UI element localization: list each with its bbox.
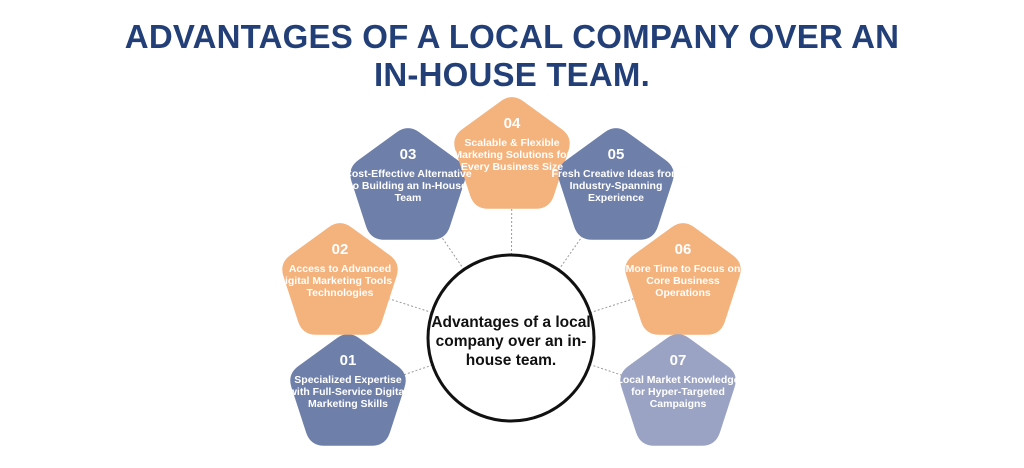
pentagon-shape — [625, 223, 741, 335]
advantage-node-07: 07 Local Market Knowledge for Hyper-Targ… — [613, 352, 743, 410]
advantage-label: Access to Advanced Digital Marketing Too… — [277, 263, 403, 299]
advantage-label: Fresh Creative Ideas from Industry-Spann… — [551, 168, 681, 204]
center-circle-text: Advantages of a local company over an in… — [431, 314, 591, 369]
advantage-node-02: 02 Access to Advanced Digital Marketing … — [275, 241, 405, 299]
pentagon-shape — [350, 128, 466, 240]
advantage-number: 03 — [399, 146, 417, 163]
pentagon-shapes — [282, 97, 741, 446]
advantage-label: More Time to Focus on Core Business Oper… — [625, 263, 741, 299]
connector-line — [558, 230, 587, 271]
advantage-number: 05 — [607, 146, 625, 163]
pentagon-shape — [454, 97, 570, 209]
advantage-number: 06 — [674, 241, 692, 258]
connector-line — [589, 363, 629, 378]
advantage-node-06: 06 More Time to Focus on Core Business O… — [618, 241, 748, 299]
advantage-number: 04 — [503, 115, 521, 132]
advantage-number: 01 — [339, 352, 357, 369]
advantage-label: Scalable & Flexible Marketing Solutions … — [453, 137, 571, 173]
connector-line — [589, 298, 634, 314]
advantage-label: Specialized Expertise with Full-Service … — [288, 374, 408, 410]
advantage-label: Local Market Knowledge for Hyper-Targete… — [616, 374, 740, 410]
advantage-label: Cost-Effective Alternative to Building a… — [344, 168, 472, 204]
title-line-2: IN-HOUSE TEAM. — [374, 56, 650, 93]
page-title: ADVANTAGES OF A LOCAL COMPANY OVER AN IN… — [0, 18, 1024, 94]
advantage-node-01: 01 Specialized Expertise with Full-Servi… — [283, 352, 413, 410]
pentagon-shape — [282, 223, 398, 335]
advantage-number: 02 — [331, 241, 349, 258]
connector-lines — [389, 208, 634, 378]
pentagon-shape — [558, 128, 674, 240]
pentagon-shape — [290, 334, 406, 446]
pentagon-shape — [620, 334, 736, 446]
advantage-node-05: 05 Fresh Creative Ideas from Industry-Sp… — [551, 146, 681, 204]
advantage-number: 07 — [669, 352, 687, 369]
connector-line — [389, 298, 433, 314]
advantage-node-03: 03 Cost-Effective Alternative to Buildin… — [343, 146, 473, 204]
title-line-1: ADVANTAGES OF A LOCAL COMPANY OVER AN — [124, 18, 900, 55]
advantage-node-04: 04 Scalable & Flexible Marketing Solutio… — [447, 115, 577, 173]
center-circle — [426, 253, 596, 423]
